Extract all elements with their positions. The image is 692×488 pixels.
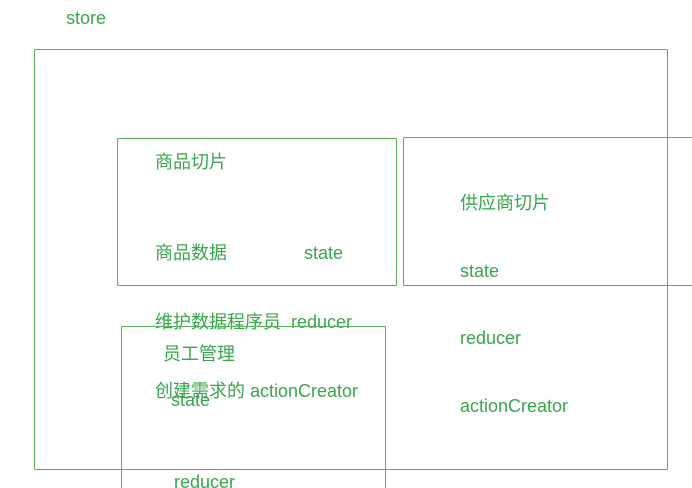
- employee-management-title: 员工管理: [163, 344, 235, 364]
- box-supplier-slice: 供应商切片 state reducer actionCreator: [403, 137, 692, 416]
- store-label: store: [66, 8, 107, 28]
- employee-management-line-reducer: reducer: [174, 472, 236, 488]
- supplier-slice-line-reducer: reducer: [460, 328, 522, 348]
- supplier-slice-title: 供应商切片: [460, 193, 550, 213]
- product-slice-line-reducer: 维护数据程序员 reducer: [155, 312, 353, 332]
- supplier-slice-body: 供应商切片 state reducer actionCreator: [460, 147, 568, 462]
- product-slice-body: 商品数据 state 维护数据程序员 reducer 创建需求的 actionC…: [155, 196, 358, 449]
- box-product-slice: 商品切片 商品数据 state 维护数据程序员 reducer 创建需求的 ac…: [117, 138, 397, 401]
- product-slice-line-state: 商品数据 state: [155, 243, 344, 263]
- employee-management-line-state: state: [171, 390, 211, 410]
- box-employee-management: 员工管理 state reducer actionCreator: [121, 326, 386, 488]
- employee-management-pair: reducer actionCreator: [174, 427, 282, 488]
- product-slice-title: 商品切片: [155, 152, 227, 172]
- store-container-box: 商品切片 商品数据 state 维护数据程序员 reducer 创建需求的 ac…: [34, 49, 692, 488]
- supplier-slice-line-state: state: [460, 260, 500, 281]
- supplier-slice-line-actioncreator: actionCreator: [460, 395, 569, 416]
- product-slice-line-actioncreator: 创建需求的 actionCreator: [155, 381, 359, 401]
